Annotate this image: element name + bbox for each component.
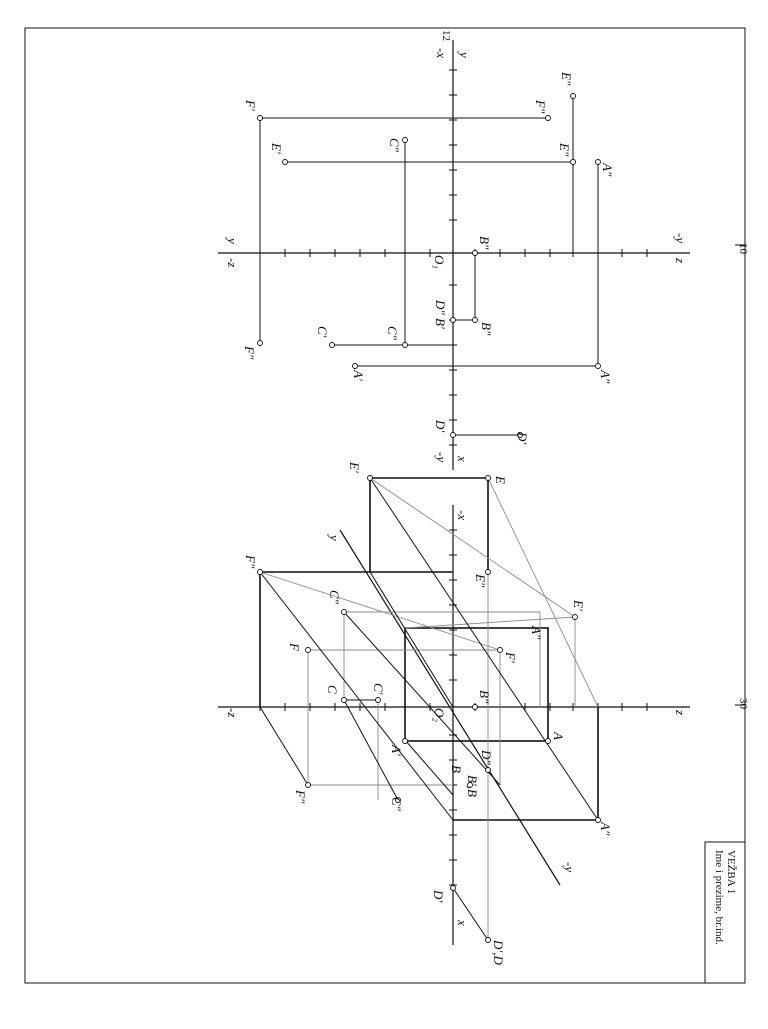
bot-pt-C3: C″ [327, 590, 342, 605]
top-pt-D1b: D′ [515, 431, 530, 444]
bottom-origin: O₂ [432, 708, 447, 722]
bot-pt-DD: D′,D [491, 939, 506, 965]
bottom-label-neg-x: -x [455, 510, 470, 520]
bot-pt-D1: D′ [431, 889, 446, 902]
bottom-label-x: x [455, 919, 470, 926]
bot-pt-C: C [325, 685, 340, 694]
title-block: VEŽBA 1 Ime i prezime, br.ind. [704, 841, 746, 984]
top-pt-F1: F′ [243, 99, 258, 111]
title-line-2: Ime i prezime, br.ind. [713, 850, 725, 945]
bottom-construction-lines [259, 477, 599, 940]
top-pt-E3: E″ [559, 71, 574, 86]
top-pt-D2: D″ [433, 299, 448, 315]
top-label-y-left: y [225, 236, 240, 244]
top-pt-C1: C′ [315, 326, 330, 338]
top-pt-C2: C″ [385, 326, 400, 341]
bot-pt-C2: C″ [389, 797, 404, 812]
top-label-x: x [455, 455, 470, 462]
sheet-mark-30: 30 [737, 698, 749, 710]
bot-pt-A1: A′ [389, 744, 404, 756]
bottom-oblique-axis [339, 529, 561, 886]
top-points [257, 93, 601, 438]
bot-pt-F2: F″ [293, 789, 308, 804]
bottom-diagram: -x y -z z O₂ -y x E E′ E″ E′ F″ F F′ C″ … [218, 461, 690, 965]
top-pt-A3: A″ [600, 162, 615, 177]
bot-pt-A2: A″ [598, 821, 613, 836]
top-pt-E1: E′ [269, 142, 284, 154]
bot-pt-F: F [287, 642, 302, 652]
sheet-mark-12: 12 [440, 30, 452, 41]
bottom-label-neg-z: -z [225, 708, 240, 717]
top-pt-F2: F″ [533, 99, 548, 114]
sheet-border [24, 27, 746, 984]
top-label-z: z [673, 257, 688, 263]
top-pt-B2: B″ [479, 322, 494, 336]
bottom-label-z: z [673, 709, 688, 715]
bot-pt-B1B: B′,B [465, 775, 480, 797]
top-label-neg-z: -z [225, 258, 240, 267]
bottom-label-y: y [327, 533, 342, 541]
top-label-neg-x: -x [434, 48, 449, 58]
top-pt-F3: F″ [242, 345, 257, 360]
bot-pt-C1: C′ [371, 683, 386, 695]
central-box [404, 627, 549, 742]
top-pt-A2: A″ [598, 369, 613, 384]
bot-pt-D2: D″ [479, 749, 494, 765]
top-pt-E2: E″ [557, 142, 572, 157]
bot-pt-A: A [551, 731, 566, 740]
top-pt-B1: B′ [433, 318, 448, 329]
bot-pt-E2: E″ [473, 573, 488, 588]
top-label-neg-y-right: -y [673, 233, 688, 243]
bot-pt-E1: E′ [347, 461, 362, 473]
top-pt-B3: B″ [477, 236, 492, 250]
top-label-y: y [457, 50, 472, 58]
bottom-label-neg-y: -y [562, 862, 577, 872]
bottom-points [257, 475, 601, 943]
top-diagram: -x y y -z -y z O₁ -y x E″ F′ F″ E′ E″ C″… [218, 40, 690, 470]
top-origin: O₁ [432, 255, 447, 269]
sheet-mark-10: 10 [737, 243, 749, 255]
top-pt-C3: C″ [387, 138, 402, 153]
title-line-1: VEŽBA 1 [725, 850, 737, 894]
bot-pt-F1: F′ [503, 651, 518, 663]
top-label-neg-y-bottom: -y [434, 452, 449, 462]
bot-pt-E: E [493, 475, 508, 484]
bottom-oblique-lines [259, 477, 599, 941]
bot-pt-B3: B″ [477, 690, 492, 704]
bot-pt-A3: A″ [529, 625, 544, 640]
bot-pt-B: B [449, 765, 464, 773]
bot-pt-E1b: E′ [571, 599, 586, 611]
top-pt-D1a: D′ [433, 419, 448, 432]
bot-pt-F3: F″ [243, 554, 258, 569]
top-pt-A1: A′ [351, 369, 366, 381]
